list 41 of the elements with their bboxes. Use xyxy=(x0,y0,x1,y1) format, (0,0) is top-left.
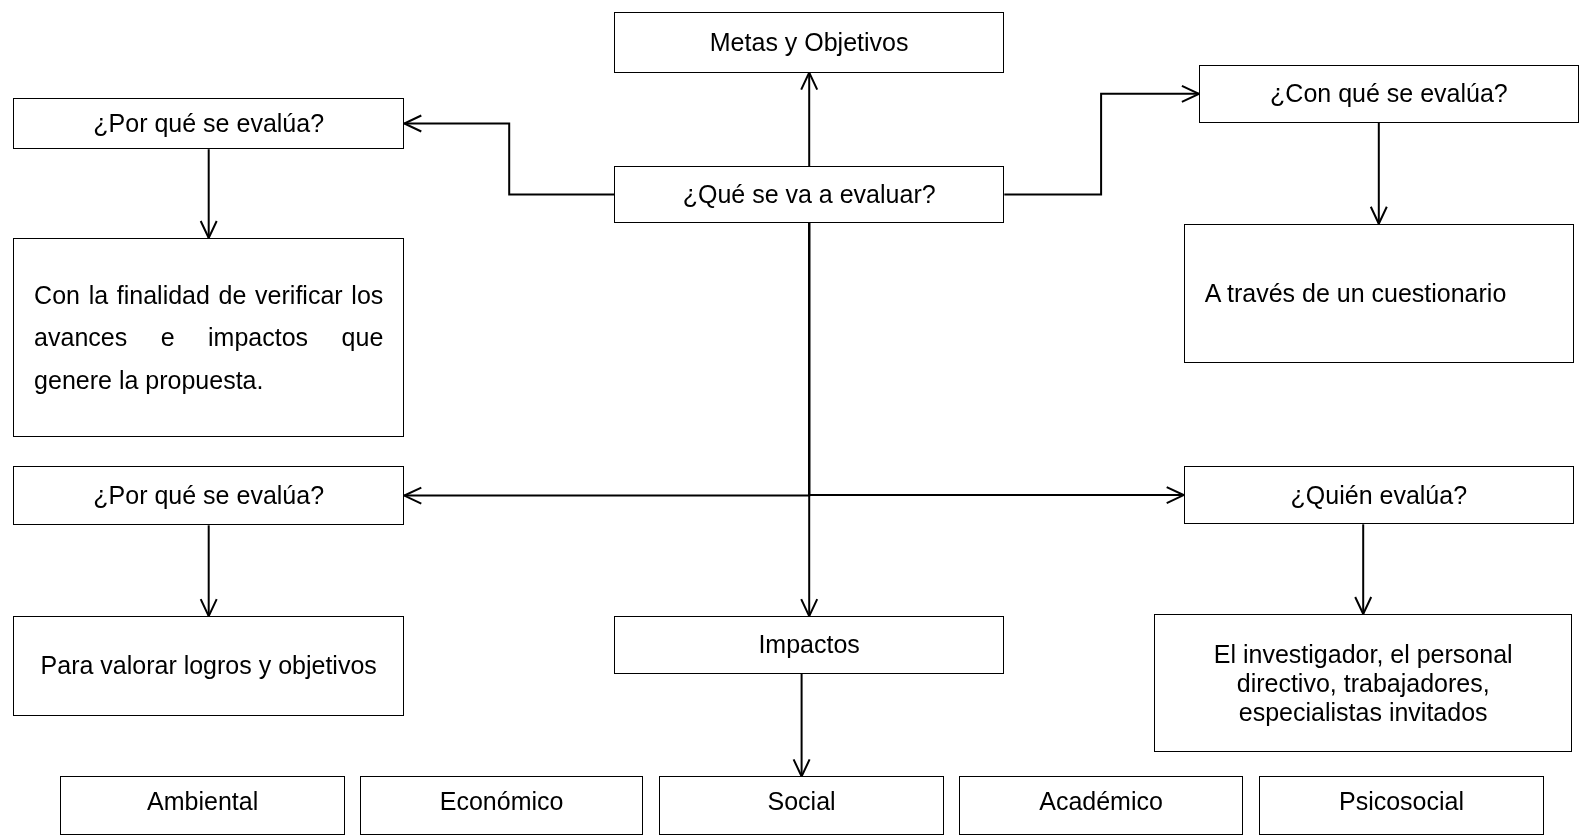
box-text: Ambiental xyxy=(146,787,260,817)
arrow xyxy=(792,672,811,778)
arrow xyxy=(1354,523,1373,615)
box-text: A través de un cuestionario xyxy=(1204,278,1508,310)
concept-box xyxy=(359,776,644,835)
concept-box xyxy=(1198,64,1579,123)
concept-box xyxy=(1183,465,1574,525)
box-text: Psicosocial xyxy=(1337,787,1466,817)
box-text: ¿Por qué se evalúa? xyxy=(92,109,326,138)
concept-box xyxy=(1259,776,1544,835)
box-text: Social xyxy=(766,787,837,817)
arrow xyxy=(403,114,615,196)
arrow xyxy=(199,148,218,239)
concept-box xyxy=(13,616,405,716)
concept-box xyxy=(60,776,345,835)
box-text: Económico xyxy=(438,787,565,817)
box-text: Académico xyxy=(1038,787,1164,817)
box-text: Impactos xyxy=(757,630,861,660)
box-text: ¿Con qué se evalúa? xyxy=(1269,79,1509,109)
box-text: Metas y Objetivos xyxy=(708,27,910,57)
concept-box xyxy=(13,237,405,437)
concept-box xyxy=(659,776,944,835)
box-text: ¿Por qué se evalúa? xyxy=(92,481,326,511)
arrow xyxy=(800,71,819,168)
concept-box xyxy=(614,616,1005,674)
box-text: Para valorar logros y objetivos xyxy=(39,651,378,681)
concept-box xyxy=(614,166,1005,223)
box-text: ¿Qué se va a evaluar? xyxy=(681,180,937,210)
arrow xyxy=(199,524,218,618)
concept-box xyxy=(1183,223,1574,363)
box-text: ¿Quién evalúa? xyxy=(1289,480,1469,510)
box-text: El investigador, el personal directivo, trabajadores, especialistas invitados xyxy=(1212,639,1514,727)
concept-box xyxy=(958,776,1244,835)
box-text: Con la finalidad de verificar los avances e impactos que genere la propuesta. xyxy=(34,279,384,396)
arrow xyxy=(1369,122,1388,225)
arrow xyxy=(1003,84,1200,196)
arrow xyxy=(800,221,819,618)
concept-box xyxy=(1154,614,1572,753)
concept-box xyxy=(13,97,405,150)
concept-box xyxy=(13,465,405,526)
concept-box xyxy=(614,12,1005,73)
